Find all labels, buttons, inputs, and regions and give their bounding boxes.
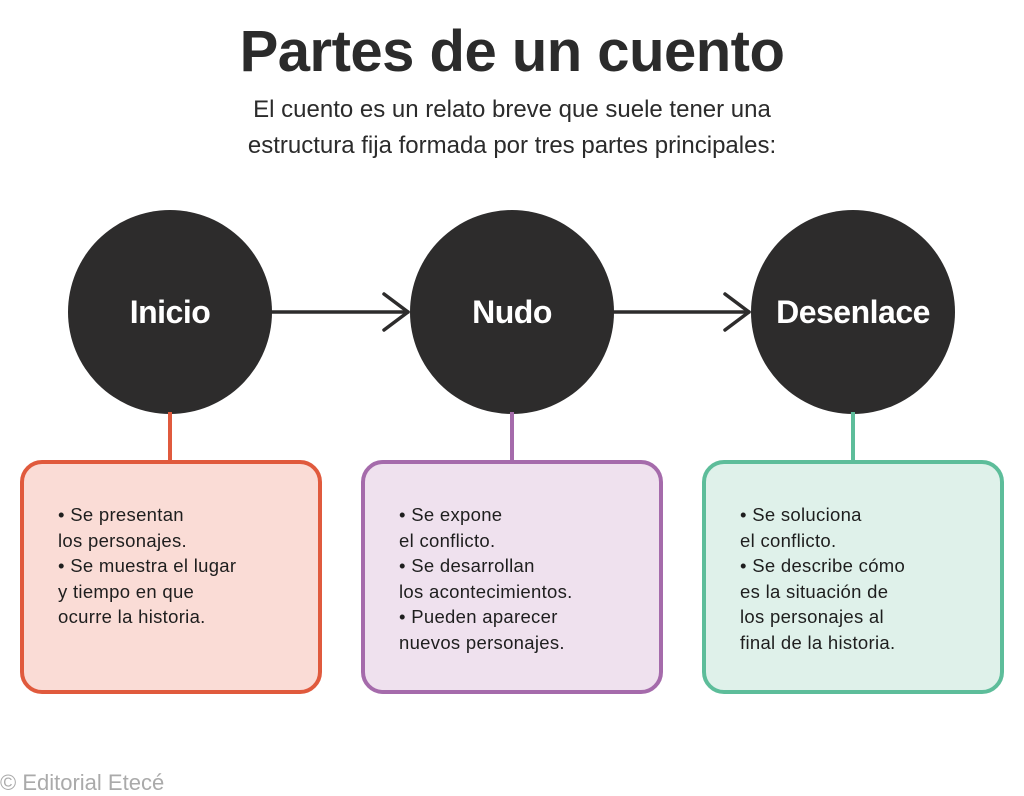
circle-label: Desenlace xyxy=(776,293,930,330)
box-text-line: • Pueden aparecer xyxy=(399,606,558,627)
circle-label: Nudo xyxy=(472,293,552,330)
box-text-line: los acontecimientos. xyxy=(399,580,573,602)
subtitle-line-1: El cuento es un relato breve que suele t… xyxy=(253,96,771,123)
box-text: • Se presentan los personajes. • Se muestr… xyxy=(58,502,236,630)
box-text-line: • Se soluciona xyxy=(740,504,862,525)
box-text-line: • Se desarrollan xyxy=(399,555,535,576)
box-nudo: • Se expone el conflicto. • Se desarrollan… xyxy=(361,460,663,694)
page-title: Partes de un cuento xyxy=(239,19,785,84)
arrow-nudo-to-desenlace xyxy=(612,292,751,332)
connector-desenlace xyxy=(851,412,855,462)
box-text-line: • Se presentan xyxy=(58,504,184,525)
box-text: • Se expone el conflicto. • Se desarrollan… xyxy=(399,502,573,655)
box-text-line: nuevos personajes. xyxy=(399,631,565,653)
box-text-line: el conflicto. xyxy=(399,529,496,551)
copyright-footer: © Editorial Etecé xyxy=(0,770,165,795)
circle-label: Inicio xyxy=(129,293,211,330)
box-desenlace: • Se soluciona el conflicto. • Se describe… xyxy=(702,460,1004,694)
box-text-line: el conflicto. xyxy=(740,529,837,551)
arrow-inicio-to-nudo xyxy=(270,292,410,332)
circle-inicio: Inicio xyxy=(68,210,272,414)
subtitle-line-2: estructura fija formada por tres partes … xyxy=(247,132,777,159)
box-inicio: • Se presentan los personajes. • Se muestr… xyxy=(20,460,322,694)
box-text-line: • Se describe cómo xyxy=(740,555,906,576)
box-text: • Se soluciona el conflicto. • Se describe… xyxy=(740,502,905,655)
box-text-line: • Se expone xyxy=(399,504,503,525)
box-text-line: y tiempo en que xyxy=(58,580,195,602)
box-text-line: ocurre la historia. xyxy=(58,606,206,627)
box-text-line: los personajes al xyxy=(740,606,884,627)
box-text-line: es la situación de xyxy=(740,580,889,602)
circle-nudo: Nudo xyxy=(410,210,614,414)
connector-inicio xyxy=(168,412,172,462)
box-text-line: final de la historia. xyxy=(740,631,896,653)
connector-nudo xyxy=(510,412,514,462)
circle-desenlace: Desenlace xyxy=(751,210,955,414)
box-text-line: los personajes. xyxy=(58,529,187,551)
box-text-line: • Se muestra el lugar xyxy=(58,555,237,576)
